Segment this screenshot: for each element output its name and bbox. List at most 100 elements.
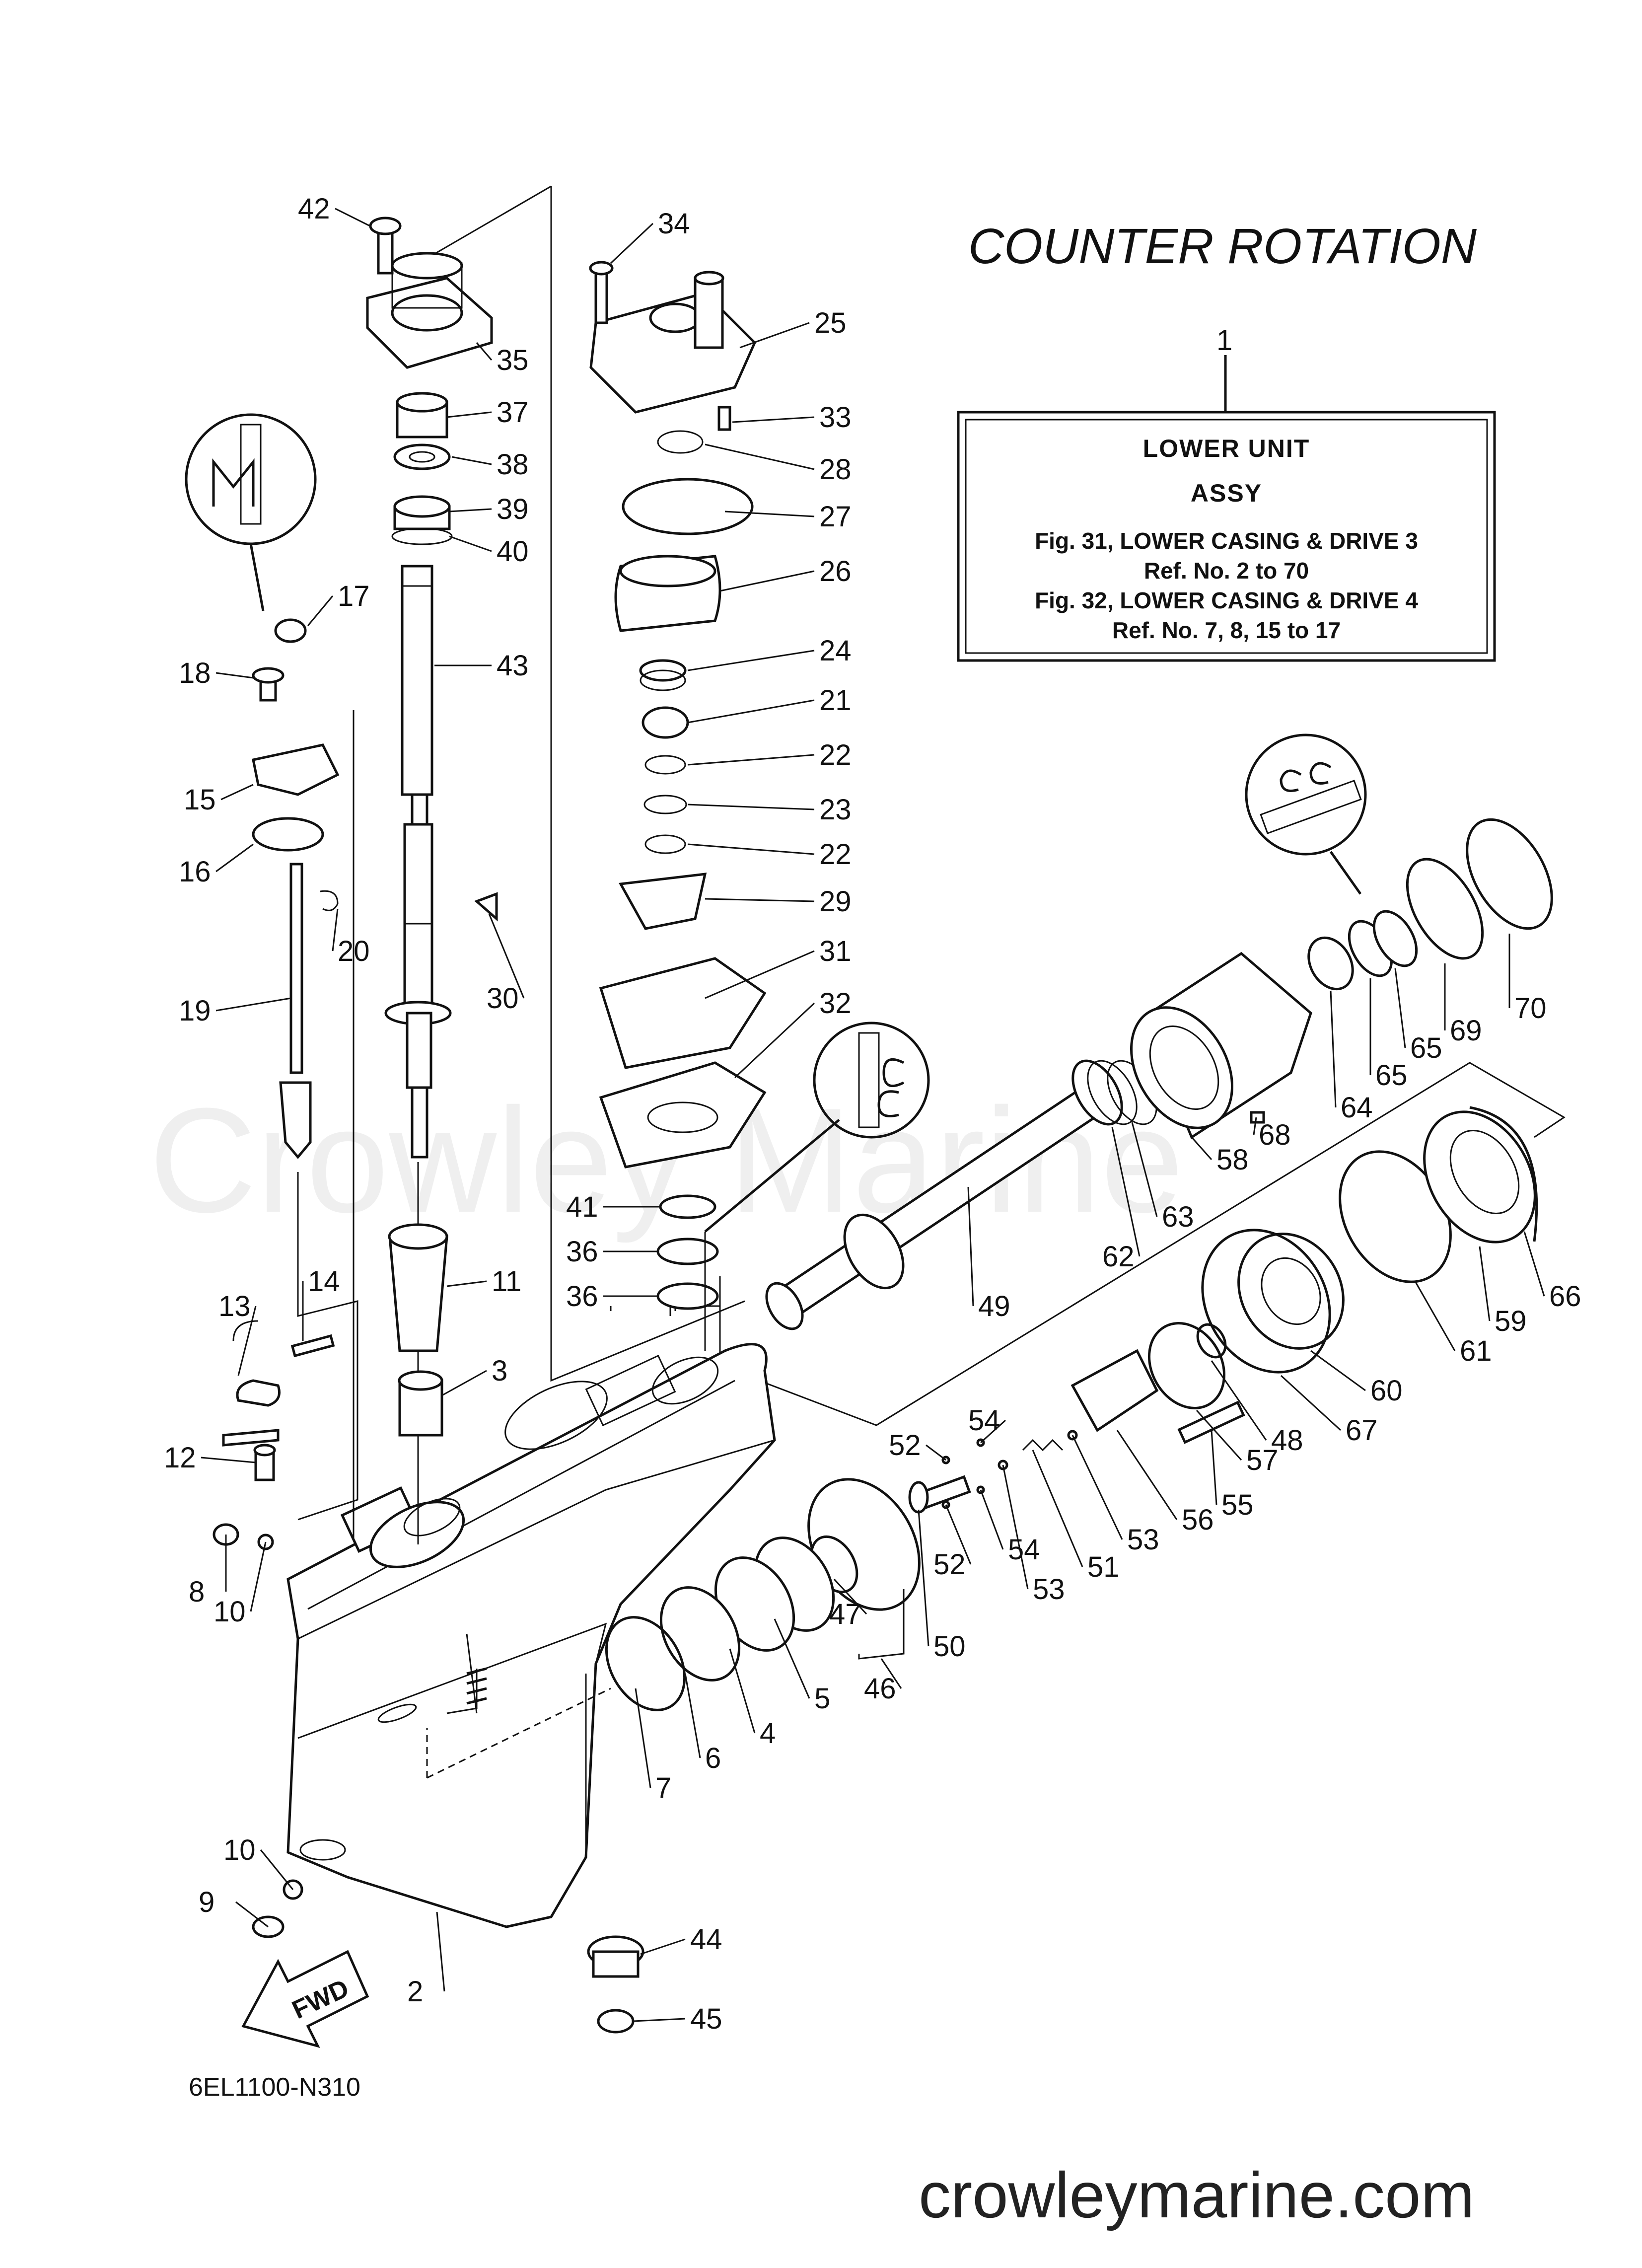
- assy-line-2: ASSY: [1191, 479, 1262, 507]
- leader-line-p51: [1032, 1450, 1083, 1567]
- leader-line-p65a: [1394, 968, 1406, 1048]
- part-label-p12: 12: [164, 1442, 196, 1474]
- part-label-p43: 43: [497, 650, 529, 682]
- part-label-p8: 8: [189, 1576, 205, 1608]
- part-label-p68: 68: [1259, 1119, 1291, 1151]
- part-label-p52a: 52: [889, 1429, 921, 1462]
- part-label-p6: 6: [705, 1742, 721, 1774]
- leader-line-p57: [1196, 1409, 1242, 1461]
- website-footer: crowleymarine.com: [919, 2159, 1475, 2231]
- leader-line-p42: [335, 208, 370, 227]
- leader-line-p38: [451, 456, 492, 465]
- leader-line-p32: [734, 1002, 815, 1079]
- part-label-p60: 60: [1370, 1375, 1403, 1407]
- part-label-p70: 70: [1514, 992, 1547, 1024]
- grease-marker-m-icon: [185, 413, 317, 611]
- part-label-p13: 13: [218, 1290, 251, 1322]
- part-label-p27: 27: [819, 501, 852, 533]
- leader-line-p21: [687, 699, 815, 724]
- leader-line-p56: [1116, 1430, 1178, 1520]
- leader-line-p39: [449, 508, 492, 512]
- part-label-p54b: 54: [1008, 1534, 1040, 1566]
- leader-line-p40: [449, 535, 492, 552]
- part-label-p22b: 22: [819, 838, 852, 871]
- part-label-p64: 64: [1341, 1092, 1373, 1124]
- part-label-p57: 57: [1246, 1444, 1279, 1476]
- part-label-p19: 19: [179, 995, 211, 1027]
- leader-line-p60: [1310, 1350, 1366, 1391]
- part-label-p54a: 54: [968, 1404, 1000, 1437]
- part-label-p66: 66: [1549, 1280, 1581, 1313]
- part-label-p33: 33: [819, 401, 852, 434]
- leader-line-p13: [237, 1306, 257, 1376]
- leader-line-p49: [967, 1186, 974, 1307]
- leader-line-p53a: [1071, 1435, 1123, 1540]
- assy-ref-number: 1: [1216, 324, 1232, 357]
- part-label-p14: 14: [308, 1265, 340, 1298]
- part-label-p10b: 10: [223, 1834, 256, 1866]
- leader-line-p37: [446, 411, 492, 418]
- leader-line-p52b: [945, 1504, 972, 1565]
- part-label-p20: 20: [338, 935, 370, 967]
- leader-line-p22a: [687, 754, 815, 766]
- leader-line-p22b: [687, 843, 815, 855]
- part-label-p50: 50: [933, 1630, 966, 1663]
- leader-line-p25: [739, 322, 810, 349]
- part-label-p56: 56: [1182, 1504, 1214, 1536]
- part-label-p16: 16: [179, 856, 211, 888]
- leader-line-p66: [1523, 1231, 1545, 1297]
- part-label-p49: 49: [978, 1290, 1010, 1322]
- part-label-p51: 51: [1087, 1551, 1120, 1583]
- part-label-p55: 55: [1221, 1489, 1254, 1521]
- part-label-p34: 34: [658, 208, 690, 240]
- part-label-p11: 11: [492, 1265, 521, 1298]
- drive-shaft-housing-parts: [366, 217, 493, 1437]
- part-label-p2: 2: [407, 1975, 423, 2008]
- leader-line-p63: [1131, 1122, 1158, 1217]
- leader-line-p10a: [250, 1541, 267, 1612]
- part-label-p32: 32: [819, 987, 852, 1020]
- leader-line-p45: [633, 2018, 686, 2022]
- leader-line-p29: [705, 898, 815, 902]
- leader-line-p44: [640, 1938, 686, 1955]
- leader-line-p26: [719, 570, 815, 592]
- leader-line-p18: [215, 672, 254, 679]
- part-label-p53b: 53: [1033, 1573, 1065, 1606]
- part-label-p59: 59: [1495, 1305, 1527, 1337]
- part-label-p46: 46: [864, 1673, 896, 1705]
- part-label-p31: 31: [819, 935, 852, 967]
- part-label-p61: 61: [1460, 1335, 1492, 1367]
- leader-line-p68: [1253, 1117, 1257, 1135]
- leader-line-p34: [610, 222, 654, 264]
- leader-line-p17: [307, 595, 334, 626]
- part-label-p15: 15: [184, 784, 216, 816]
- leader-line-p55: [1211, 1430, 1217, 1505]
- part-label-p26: 26: [819, 555, 852, 587]
- leader-line-p47: [833, 1578, 867, 1615]
- leader-line-p54b: [980, 1489, 1004, 1550]
- leader-line-p15: [220, 784, 254, 801]
- part-label-p29: 29: [819, 885, 852, 918]
- part-label-p30: 30: [487, 982, 519, 1015]
- leader-line-p4: [729, 1648, 756, 1734]
- assembly-boundary-lines: [297, 185, 1566, 1521]
- part-label-p40: 40: [497, 535, 529, 568]
- part-label-p36a: 36: [566, 1236, 598, 1268]
- leader-line-p46: [880, 1658, 902, 1689]
- leader-line-p20: [332, 908, 339, 951]
- part-label-p62: 62: [1102, 1241, 1135, 1273]
- diagram-code: 6EL1100-N310: [189, 2073, 360, 2102]
- leader-line-p27: [724, 511, 815, 517]
- part-label-p22a: 22: [819, 739, 852, 771]
- part-label-p24: 24: [819, 635, 852, 667]
- part-label-p35: 35: [497, 344, 529, 376]
- part-label-p58: 58: [1216, 1144, 1249, 1176]
- leader-line-p10b: [260, 1849, 294, 1890]
- leader-line-p64: [1330, 990, 1337, 1108]
- leader-line-p11: [446, 1280, 487, 1287]
- diagram-title: COUNTER ROTATION: [968, 219, 1477, 274]
- leader-line-p53b: [1002, 1464, 1029, 1590]
- part-label-p36b: 36: [566, 1280, 598, 1313]
- leader-line-p54a: [980, 1419, 1006, 1444]
